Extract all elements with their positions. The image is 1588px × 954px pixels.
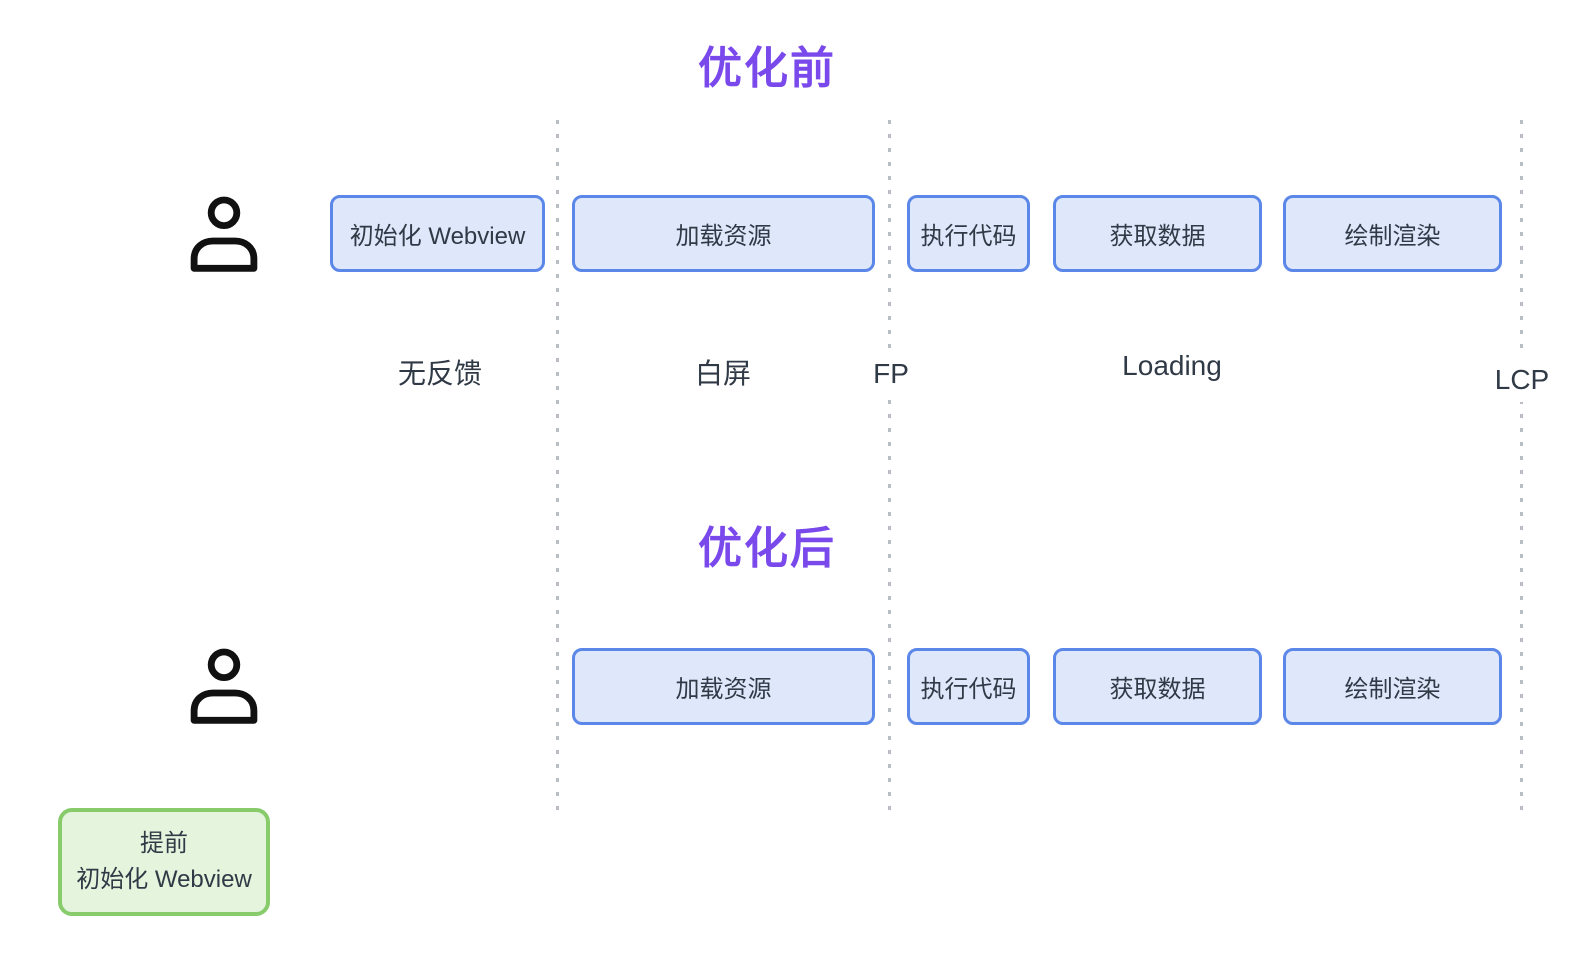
user-icon: [190, 196, 258, 272]
step-execute-code: 执行代码: [907, 195, 1030, 272]
section-title-after: 优化后: [698, 524, 836, 573]
step-init-webview: 初始化 Webview: [330, 195, 545, 272]
timeline-divider-3: [1520, 120, 1523, 818]
section-title-before: 优化前: [698, 44, 836, 93]
pre-init-line1: 提前: [140, 830, 188, 857]
milestone-white-screen: 白屏: [694, 358, 752, 389]
milestone-loading: Loading: [1122, 350, 1222, 381]
timeline-divider-1: [556, 120, 559, 818]
step-paint-render: 绘制渲染: [1283, 648, 1502, 725]
step-load-resources: 加载资源: [572, 195, 875, 272]
user-icon: [190, 648, 258, 724]
milestone-no-feedback: 无反馈: [397, 358, 483, 389]
milestone-lcp: LCP: [1484, 358, 1560, 402]
step-execute-code: 执行代码: [907, 648, 1030, 725]
step-load-resources: 加载资源: [572, 648, 875, 725]
step-fetch-data: 获取数据: [1053, 195, 1262, 272]
milestone-fp: FP: [863, 352, 919, 396]
step-fetch-data: 获取数据: [1053, 648, 1262, 725]
step-paint-render: 绘制渲染: [1283, 195, 1502, 272]
pre-init-webview-box: 提前 初始化 Webview: [58, 808, 270, 916]
timeline-divider-2: [888, 120, 891, 818]
pre-init-line2: 初始化 Webview: [76, 866, 252, 893]
